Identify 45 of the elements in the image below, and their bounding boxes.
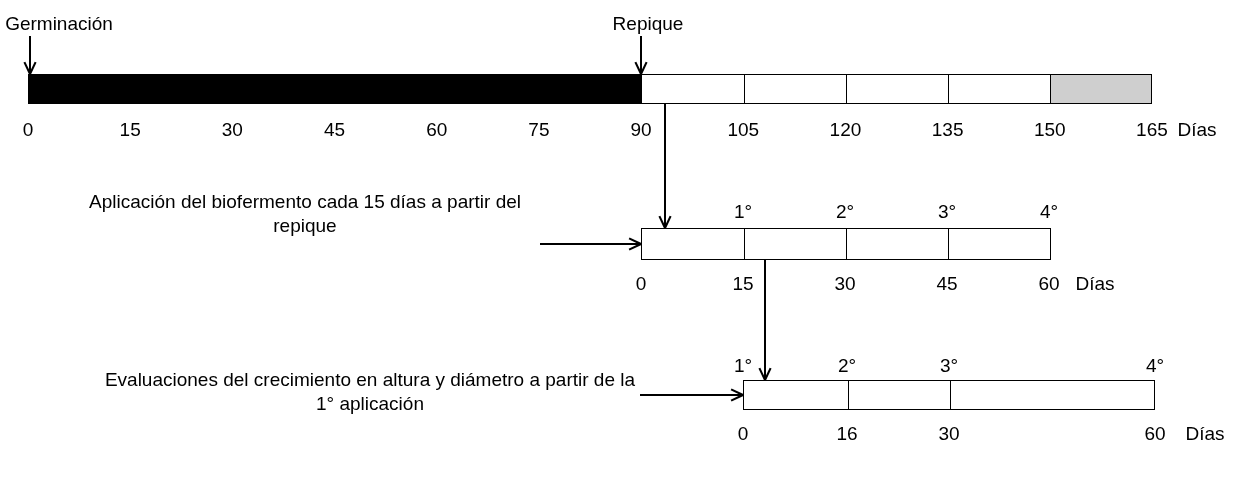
tick-label: 16 bbox=[836, 423, 858, 445]
tick-label: 60 bbox=[1144, 423, 1166, 445]
tick-label: 60 bbox=[426, 119, 448, 141]
arrow bbox=[639, 388, 745, 402]
tick-label: 90 bbox=[630, 119, 652, 141]
tick-label: 45 bbox=[936, 273, 958, 295]
application-number: 1° bbox=[733, 201, 753, 223]
evaluation-number: 2° bbox=[837, 355, 857, 377]
arrow bbox=[758, 259, 772, 382]
evaluation-number: 1° bbox=[733, 355, 753, 377]
tick-label: 0 bbox=[22, 119, 34, 141]
evaluation-number: 3° bbox=[939, 355, 959, 377]
timeline-bar bbox=[641, 228, 1051, 260]
tick-label: 15 bbox=[119, 119, 141, 141]
tick-label: 75 bbox=[528, 119, 550, 141]
tick-label: 45 bbox=[323, 119, 346, 141]
tick-label: 135 bbox=[931, 119, 964, 141]
annotation-text: Aplicación del biofermento cada 15 días a partir del repique bbox=[70, 190, 540, 238]
annotation-text: Germinación bbox=[4, 12, 114, 36]
tick-label: 0 bbox=[737, 423, 749, 445]
application-number: 3° bbox=[937, 201, 957, 223]
tick-label: 105 bbox=[727, 119, 760, 141]
tick-label: 30 bbox=[834, 273, 856, 295]
arrow bbox=[634, 35, 648, 76]
tick-label: 120 bbox=[829, 119, 862, 141]
tick-label: 165 bbox=[1136, 119, 1168, 141]
evaluation-number: 4° bbox=[1145, 355, 1165, 377]
tick-label: 60 bbox=[1038, 273, 1060, 295]
unit-label: Días bbox=[1075, 273, 1115, 295]
timeline-bar bbox=[28, 74, 1152, 104]
annotation-text: Repique bbox=[612, 12, 684, 36]
annotation-text: Evaluaciones del crecimiento en altura y diámetro a partir de la 1° aplicación bbox=[100, 368, 640, 416]
arrow bbox=[658, 103, 672, 230]
tick-label: 30 bbox=[938, 423, 960, 445]
tick-label: 0 bbox=[635, 273, 647, 295]
tick-label: 150 bbox=[1033, 119, 1066, 141]
tick-label: 30 bbox=[221, 119, 243, 141]
timeline-bar bbox=[743, 380, 1155, 410]
arrow bbox=[539, 237, 643, 251]
application-number: 2° bbox=[835, 201, 855, 223]
arrow bbox=[23, 35, 37, 76]
unit-label: Días bbox=[1177, 119, 1217, 141]
unit-label: Días bbox=[1185, 423, 1225, 445]
application-number: 4° bbox=[1039, 201, 1059, 223]
tick-label: 15 bbox=[732, 273, 754, 295]
